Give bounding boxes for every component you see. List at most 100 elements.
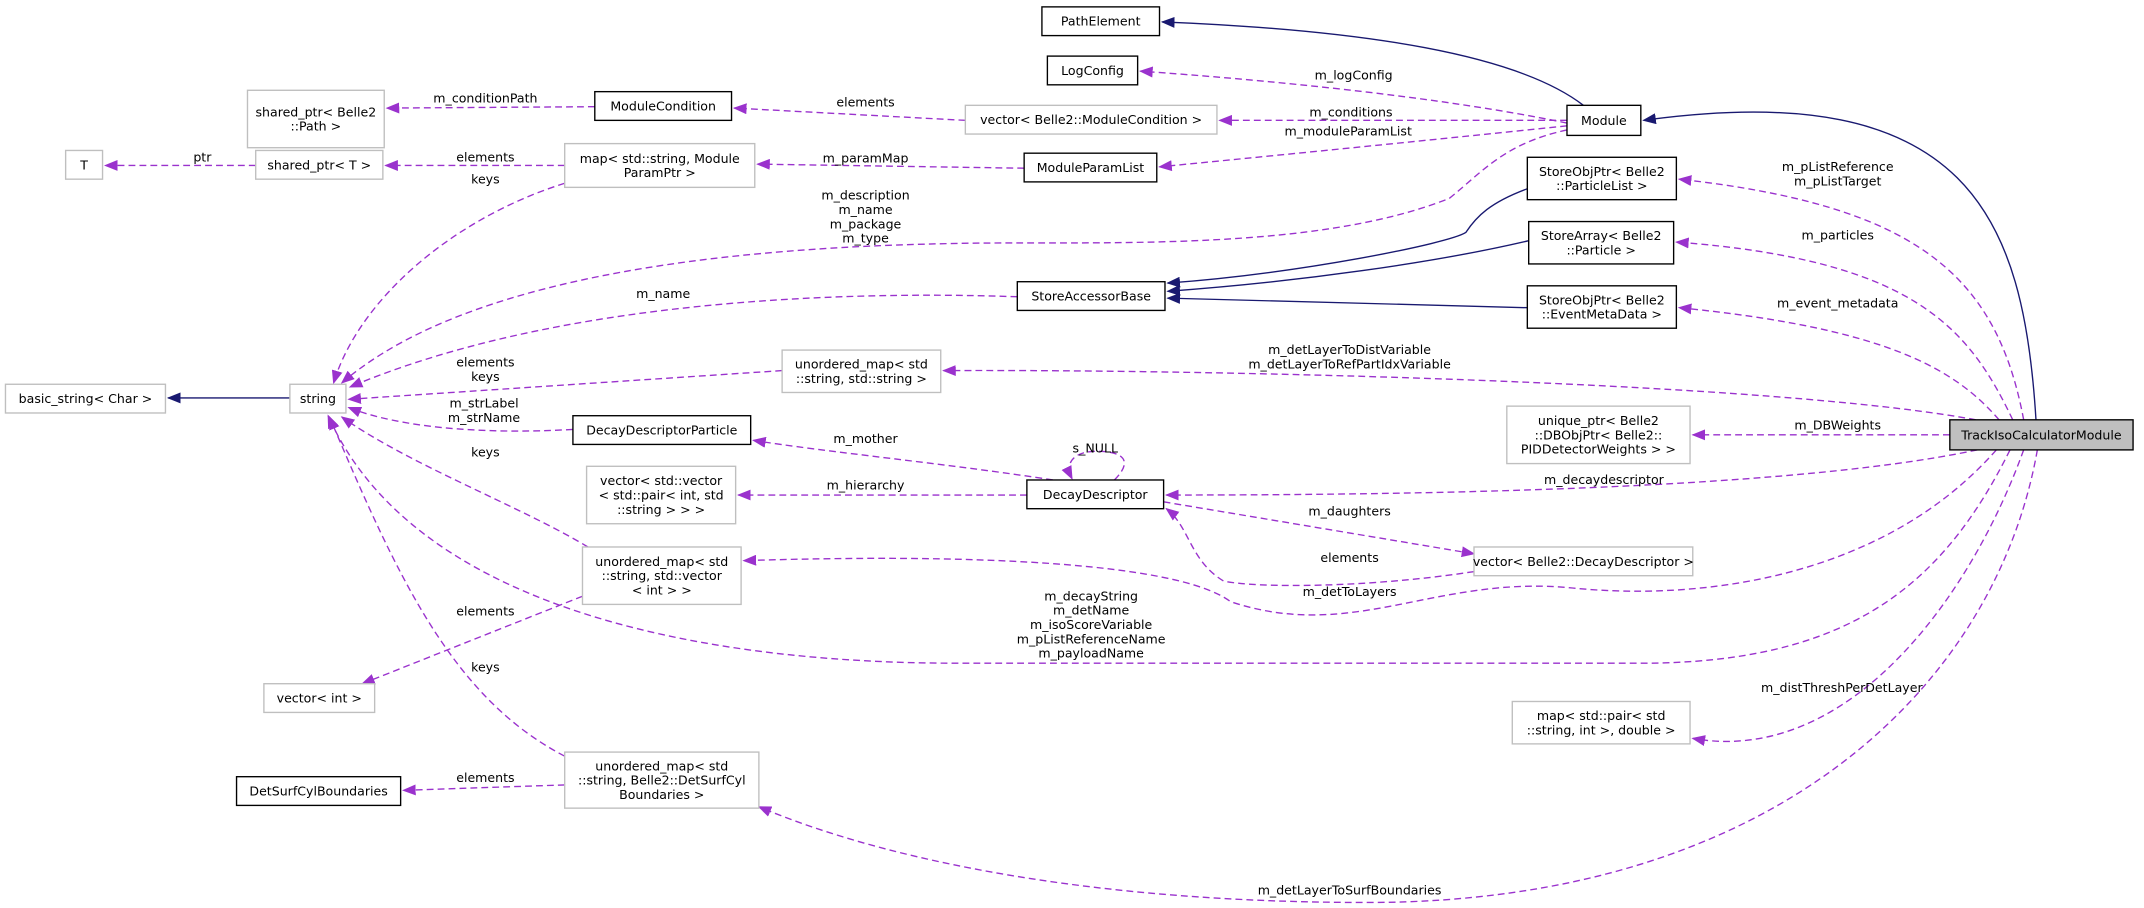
edge-label-module-param-list: m_moduleParamList [1285,123,1412,138]
edge-label-p-list: m_pListTarget [1794,173,1881,188]
node-store-array-particle[interactable]: StoreArray< Belle2::Particle > [1528,220,1675,265]
node-label: vector< Belle2::ModuleCondition > [980,112,1202,127]
node-log-config[interactable]: LogConfig [1046,55,1139,86]
node-unordered-map-string-vector-int[interactable]: unordered_map< std::string, std::vector<… [581,546,742,606]
edge-label-mother: m_mother [833,431,898,446]
usage-edge-dd-elements [1165,507,1475,587]
edge-label-det-to-layers: m_detToLayers [1303,584,1397,599]
node-box [781,349,942,394]
node-box [1506,405,1691,465]
node-label: DetSurfCylBoundaries [249,784,387,799]
edge-label-det-layer-vars: m_detLayerToDistVariable [1268,342,1431,357]
usage-edge-mother [752,436,1053,481]
usage-edge-um-det-elements [402,784,565,796]
usage-edge-p-list [1677,175,2025,420]
node-vector-module-condition[interactable]: vector< Belle2::ModuleCondition > [964,104,1218,135]
node-label: ModuleCondition [610,99,716,114]
node-path-element[interactable]: PathElement [1041,6,1161,37]
node-vector-int[interactable]: vector< int > [263,683,376,714]
edge-label-um-string-string: keys [471,369,500,384]
node-box [581,546,742,606]
edge-label-track-strings: m_detName [1053,603,1129,618]
node-label: ParamPtr > [624,165,696,180]
usage-edge-param-map [756,158,1025,170]
edge-label-track-strings: m_isoScoreVariable [1030,617,1153,632]
usage-edge-dist-thresh [1691,449,2025,746]
usage-edge-condition-path [385,102,595,114]
edge-label-track-strings: m_decayString [1044,588,1138,603]
edge-label-um-vec-keys: keys [471,445,500,460]
edge-label-map-keys: keys [471,171,500,186]
node-label: ::string > > > [617,502,705,517]
edge-label-conditions-elements: elements [836,95,894,110]
node-label: < std::pair< int, std [599,488,724,503]
node-shared-ptr-path[interactable]: shared_ptr< Belle2::Path > [246,89,385,149]
node-box [1566,104,1642,137]
node-label: ::ParticleList > [1556,178,1647,193]
node-box [1511,700,1691,745]
node-box [1016,281,1166,312]
node-vector-vector-pair[interactable]: vector< std::vector< std::pair< int, std… [585,465,737,525]
edge-label-decaydescriptor: m_decaydescriptor [1544,472,1665,487]
usage-edge-track-strings [327,414,2011,664]
node-label: ::string, Belle2::DetSurfCyl [578,773,746,788]
usage-edge-s-null [1061,450,1126,481]
node-label: StoreAccessorBase [1031,289,1151,304]
inheritance-edge [1160,16,1584,106]
node-track-iso[interactable]: TrackIsoCalculatorModule [1949,419,2134,451]
edge-label-track-strings: m_payloadName [1038,646,1144,661]
node-label: ::Path > [291,119,342,134]
edges-layer: m_logConfigm_conditionsm_moduleParamList… [103,16,2039,904]
usage-edge-store-name [348,294,1018,388]
node-string[interactable]: string [289,383,347,414]
inheritance-edge [1166,240,1529,296]
node-vector-decay-descriptor[interactable]: vector< Belle2::DecayDescriptor > [1473,546,1694,577]
edge-label-module-strings: m_type [842,231,889,246]
node-module[interactable]: Module [1566,104,1642,137]
node-label: map< std::string, Module [580,151,740,166]
edge-label-event-metadata: m_event_metadata [1777,296,1898,311]
node-label: ::string, int >, double > [1527,722,1676,737]
node-det-surf-cyl-boundaries[interactable]: DetSurfCylBoundaries [235,776,402,807]
edge-label-str-label: m_strName [448,410,520,425]
node-t[interactable]: T [64,149,104,180]
node-label: unordered_map< std [595,758,728,773]
node-label: string [300,391,336,406]
node-box [1949,419,2134,451]
node-map-pair-double[interactable]: map< std::pair< std::string, int >, doub… [1511,700,1691,745]
node-label: shared_ptr< T > [267,157,371,172]
node-box [4,383,167,414]
node-unordered-map-string-string[interactable]: unordered_map< std::string, std::string … [781,349,942,394]
node-module-param-list[interactable]: ModuleParamList [1023,152,1158,183]
node-box [1473,546,1694,577]
node-unique-ptr-dbweights[interactable]: unique_ptr< Belle2::DBObjPtr< Belle2::PI… [1506,405,1691,465]
edge-label-um-string-string: elements [456,354,514,369]
node-unordered-map-det-surf[interactable]: unordered_map< std::string, Belle2::DetS… [564,751,760,809]
node-shared-ptr-t[interactable]: shared_ptr< T > [255,149,384,180]
node-box [964,104,1218,135]
node-store-accessor-base[interactable]: StoreAccessorBase [1016,281,1166,312]
edge-label-dist-thresh: m_distThreshPerDetLayer [1761,680,1923,695]
node-box [263,683,376,714]
node-decay-descriptor[interactable]: DecayDescriptor [1026,479,1165,510]
edge-label-um-det-elements: elements [456,770,514,785]
node-label: ::DBObjPtr< Belle2:: [1535,427,1663,442]
node-module-condition[interactable]: ModuleCondition [594,90,733,122]
edge-label-ptr: ptr [193,149,212,164]
usage-edge-um-det-keys [328,415,566,757]
node-box [64,149,104,180]
usage-edge-map-keys [331,182,565,385]
node-store-obj-ptr-event-meta-data[interactable]: StoreObjPtr< Belle2::EventMetaData > [1526,285,1678,329]
node-box [1046,55,1139,86]
node-label: < int > > [632,583,692,598]
node-basic-string[interactable]: basic_string< Char > [4,383,167,414]
node-decay-descriptor-particle[interactable]: DecayDescriptorParticle [572,415,752,446]
edge-label-p-list: m_pListReference [1782,159,1894,174]
edge-label-module-strings: m_name [838,202,892,217]
node-box [564,751,760,809]
node-box [1526,156,1678,201]
node-store-obj-ptr-particle-list[interactable]: StoreObjPtr< Belle2::ParticleList > [1526,156,1678,201]
node-label: TrackIsoCalculatorModule [1960,427,2122,442]
